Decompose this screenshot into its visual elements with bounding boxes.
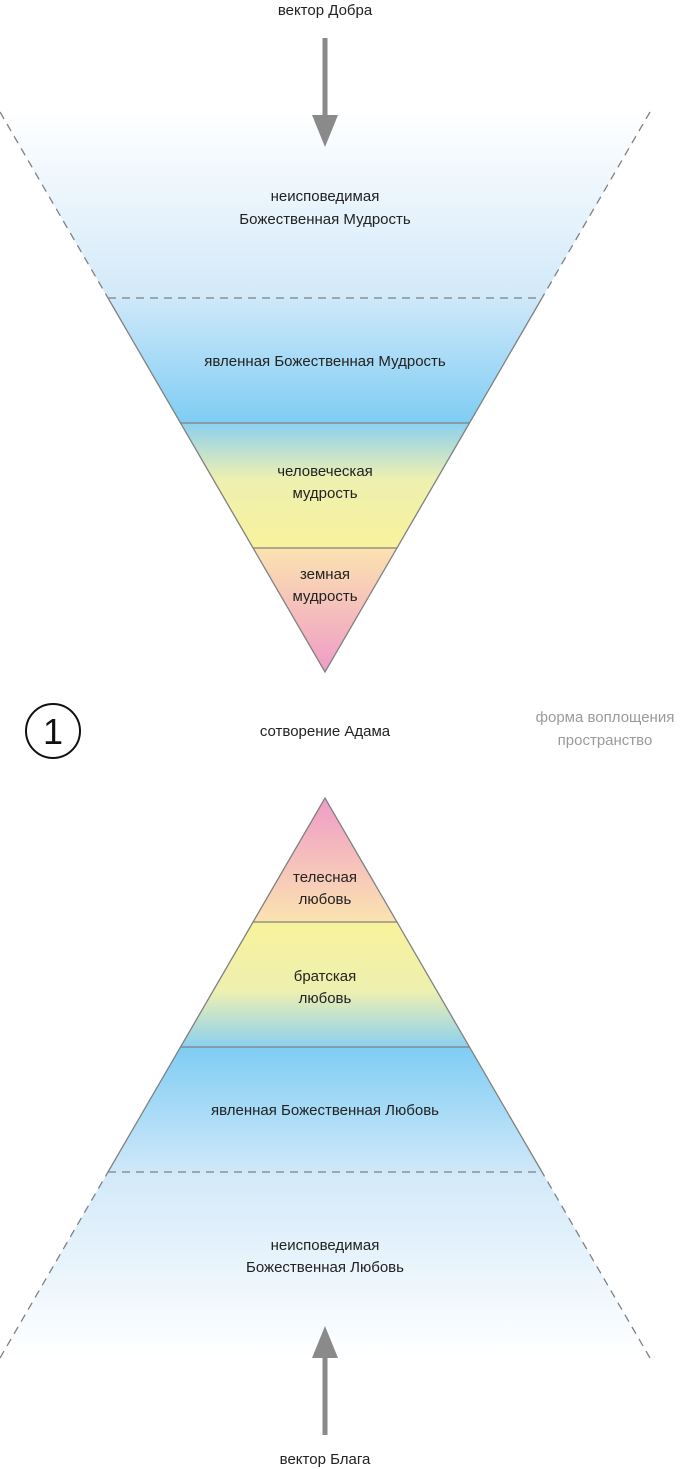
side-note: пространство <box>558 732 653 749</box>
vector-blessing-label: вектор Блага <box>280 1451 371 1468</box>
arrow-up-icon <box>312 1326 338 1435</box>
level-label: явленная Божественная Любовь <box>211 1102 439 1119</box>
arrow-down-icon <box>312 38 338 147</box>
level-label: неисповедимая <box>271 188 380 205</box>
svg-text:1: 1 <box>43 711 63 752</box>
level-label: мудрость <box>292 485 357 502</box>
level-label: любовь <box>299 990 352 1007</box>
level-label: явленная Божественная Мудрость <box>204 353 446 370</box>
number-badge: 1 <box>25 703 81 759</box>
level-label: братская <box>294 968 357 985</box>
level-label: человеческая <box>277 463 373 480</box>
level-label: неисповедимая <box>271 1237 380 1254</box>
level-label: мудрость <box>292 588 357 605</box>
level-label: Божественная Любовь <box>246 1259 404 1276</box>
level-label: телесная <box>293 869 357 886</box>
level-label: Божественная Мудрость <box>239 211 411 228</box>
vector-good-label: вектор Добра <box>278 2 373 19</box>
side-note: форма воплощения <box>536 709 675 726</box>
level-label: земная <box>300 566 350 583</box>
level-label: любовь <box>299 891 352 908</box>
stage-title: сотворение Адама <box>260 723 391 740</box>
